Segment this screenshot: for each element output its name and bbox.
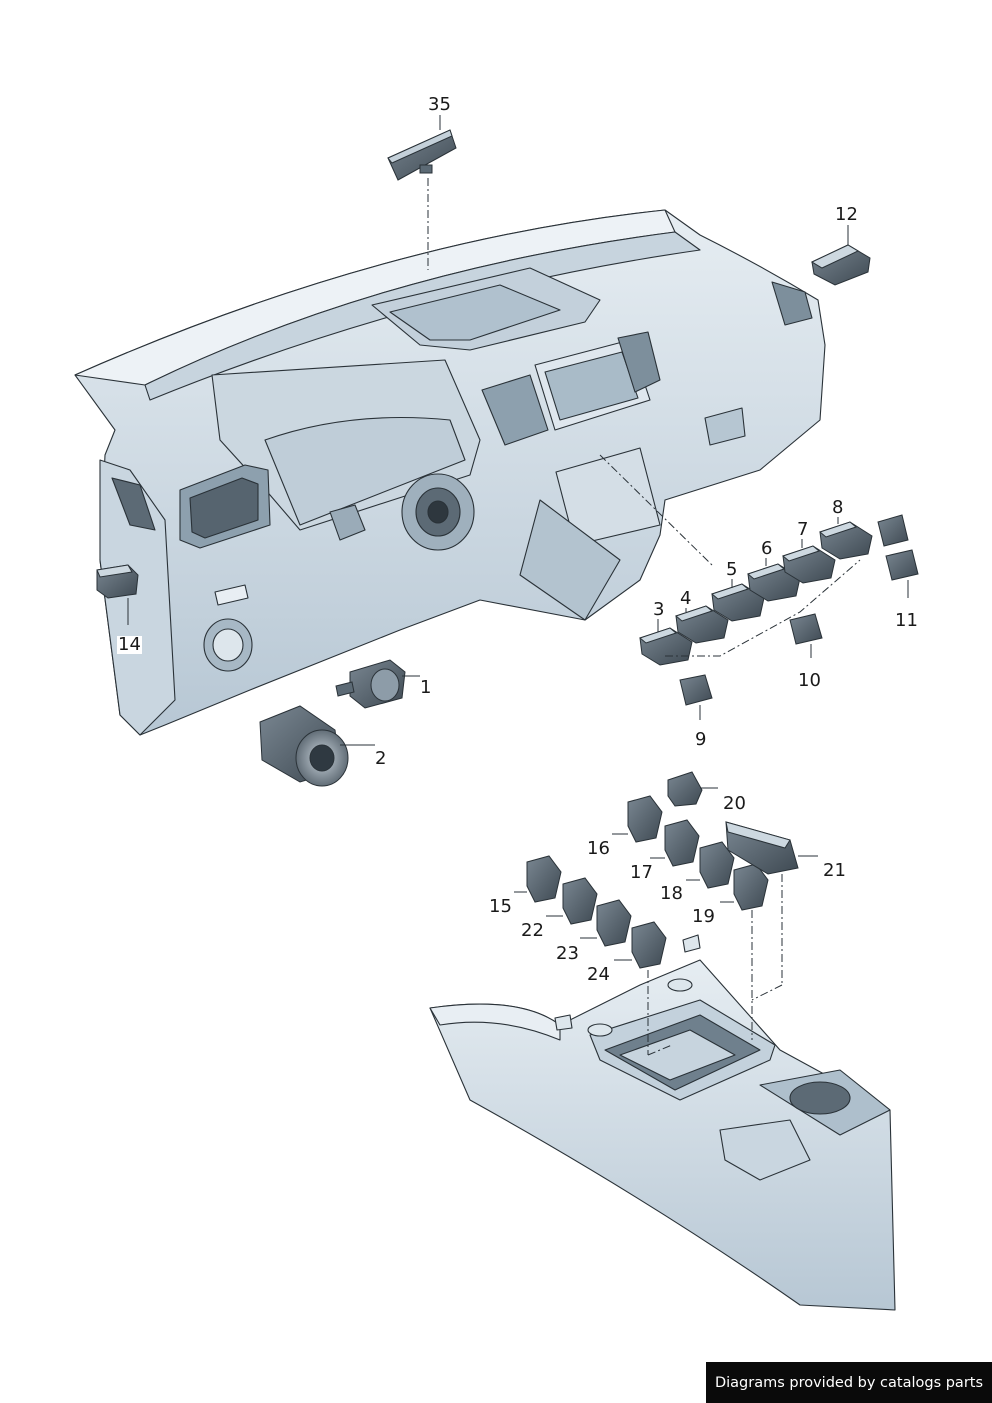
callout-2: 2: [374, 748, 388, 769]
callout-17: 17: [629, 862, 654, 883]
callout-35: 35: [427, 94, 452, 115]
callout-20: 20: [722, 793, 747, 814]
callout-24: 24: [586, 964, 611, 985]
callout-9: 9: [694, 729, 708, 750]
callout-12: 12: [834, 204, 859, 225]
callout-4: 4: [679, 588, 693, 609]
blank-covers-9-11: [679, 514, 919, 706]
callout-7: 7: [796, 519, 810, 540]
callout-22: 22: [520, 920, 545, 941]
part-35-switch: [387, 129, 457, 181]
center-console: [429, 934, 896, 1311]
callout-10: 10: [797, 670, 822, 691]
dashboard-panel: [74, 209, 826, 736]
callout-15: 15: [488, 896, 513, 917]
callout-16: 16: [586, 838, 611, 859]
catalog-credit-text: Diagrams provided by catalogs parts: [714, 1374, 984, 1391]
callout-3: 3: [652, 599, 666, 620]
callout-6: 6: [760, 538, 774, 559]
callout-14: 14: [117, 634, 142, 655]
catalog-credit-banner: Diagrams provided by catalogs parts: [706, 1362, 992, 1403]
part-14-switch: [96, 564, 139, 599]
part-12-switch: [810, 244, 871, 286]
callout-11: 11: [894, 610, 919, 631]
callout-5: 5: [725, 559, 739, 580]
callout-8: 8: [831, 497, 845, 518]
part-2-light-switch: [259, 705, 349, 787]
part-1-switch: [335, 659, 406, 709]
console-switches: [526, 771, 799, 969]
callout-19: 19: [691, 906, 716, 927]
callout-23: 23: [555, 943, 580, 964]
callout-1: 1: [419, 677, 433, 698]
callout-18: 18: [659, 883, 684, 904]
leader-lines: [127, 115, 909, 1056]
callout-21: 21: [822, 860, 847, 881]
switch-row-3-8: [638, 521, 873, 666]
